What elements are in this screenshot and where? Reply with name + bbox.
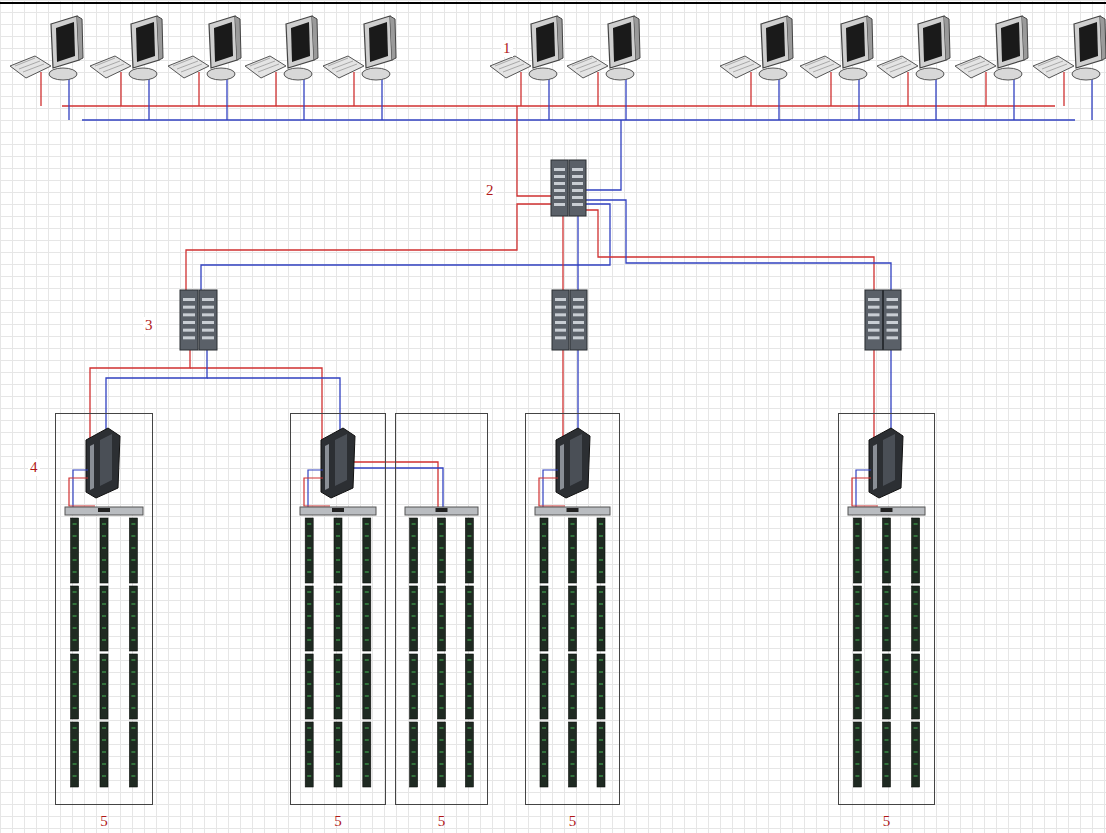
callout-number: 5 [396,814,487,829]
workstation-icon [323,16,396,120]
rack-cabinet: 5 [525,413,620,805]
callout-number: 3 [143,317,155,334]
rack-contents [300,428,376,787]
network-switch [552,290,587,350]
workstation-icon [490,16,563,120]
callout-number: 4 [28,459,40,476]
workstation-icon [245,16,318,120]
rack-cabinet: 5 [290,413,386,805]
rack-cabinet: 5 [55,413,153,805]
workstations [10,16,1106,120]
callout-number: 5 [839,814,934,829]
rack-cabinet: 5 [838,413,935,805]
callout-number: 5 [291,814,385,829]
top-rule [0,2,1106,4]
network-cable [386,461,395,462]
rack-contents [65,428,143,787]
network-wires [62,106,1075,508]
network-switch [551,160,586,216]
rack-cabinet: 5 [395,413,488,805]
workstation-icon [90,16,163,120]
workstation-icon [955,16,1028,120]
rack-contents [848,428,925,787]
workstation-icon [10,16,83,120]
callout-number: 2 [484,182,496,199]
workstation-icon [877,16,950,120]
workstation-icon [800,16,873,120]
workstation-icon [168,16,241,120]
callout-number: 5 [526,814,619,829]
rack-contents [535,428,610,787]
callout-number: 5 [56,814,152,829]
network-switch [180,290,217,350]
workstation-icon [720,16,793,120]
switches [180,160,901,350]
rack-contents [405,507,478,787]
callout-number: 1 [501,40,513,57]
rack-equipment [65,428,925,787]
network-switch [865,290,901,350]
workstation-icon [567,16,640,120]
workstation-icon [1033,16,1106,120]
